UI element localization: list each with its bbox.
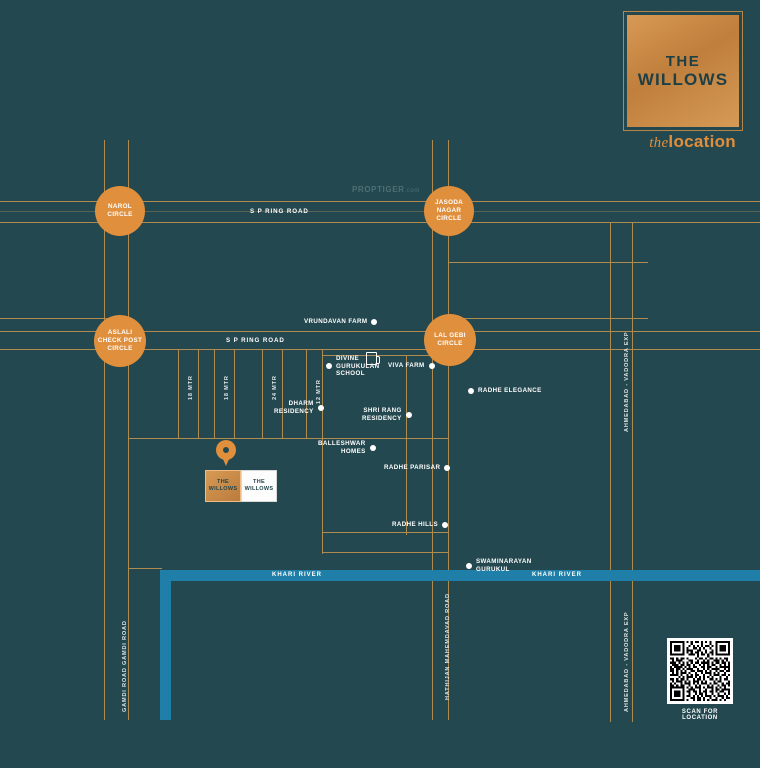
poi-dot-icon	[468, 387, 474, 394]
road-line	[322, 349, 323, 554]
road-label-sp-ring-road-top: S P RING ROAD	[250, 208, 309, 215]
road-line	[406, 355, 407, 535]
road-line	[322, 552, 448, 553]
road-line	[0, 222, 760, 224]
poi-dot-icon	[369, 444, 376, 451]
road-line	[432, 140, 434, 720]
project-box-the-willows-tan[interactable]: THE WILLOWS	[205, 470, 241, 502]
poi-radhe-parisar[interactable]: RADHE PARISAR	[384, 464, 451, 472]
road-label-18-mtr-a: 18 MTR	[188, 375, 194, 400]
road-line	[306, 349, 307, 439]
road-line	[632, 222, 634, 722]
poi-label: BALLESHWAR HOMES	[318, 440, 366, 455]
junction-label: NAROL CIRCLE	[107, 203, 133, 218]
road-line	[128, 438, 129, 568]
road-line	[104, 140, 106, 720]
road-line	[610, 222, 612, 722]
khari-river-branch	[160, 570, 171, 720]
road-label-18-mtr-b: 18 MTR	[224, 375, 230, 400]
road-center-line	[0, 211, 760, 212]
poi-label: RADHE ELEGANCE	[478, 387, 542, 394]
brand-subtitle-italic: the	[649, 135, 669, 151]
road-line	[0, 201, 760, 203]
qr-section: SCAN FOR LOCATION	[664, 638, 736, 721]
road-line	[198, 349, 199, 439]
poi-label: RADHE PARISAR	[384, 464, 441, 471]
poi-label: SWAMINARAYAN GURUKUL	[476, 558, 532, 573]
road-line	[322, 355, 452, 356]
road-line	[234, 349, 235, 439]
fuel-station-icon	[366, 352, 380, 365]
project-box-label: THE WILLOWS	[244, 479, 274, 492]
poi-radhe-hills[interactable]: RADHE HILLS	[392, 521, 448, 529]
road-label-ahmedabad-vadodra-exp-bottom: AHMEDABAD - VADODRA EXP	[624, 611, 630, 712]
project-box-the-willows-white[interactable]: THE WILLOWS	[241, 470, 277, 502]
poi-vrundavan-farm[interactable]: VRUNDAVAN FARM	[304, 318, 378, 326]
road-line	[322, 532, 448, 533]
poi-dot-icon	[444, 464, 451, 471]
brand-logo: THE WILLOWS	[624, 12, 742, 130]
qr-code-icon[interactable]	[667, 638, 733, 704]
poi-dot-icon	[428, 362, 435, 369]
road-line	[214, 349, 215, 439]
junction-narol-circle[interactable]: NAROL CIRCLE	[95, 186, 145, 236]
poi-swaminarayan-gurukul[interactable]: SWAMINARAYAN GURUKUL	[466, 558, 532, 573]
road-label-24-mtr: 24 MTR	[272, 375, 278, 400]
watermark-suffix: .com	[404, 188, 420, 194]
river-label-right: KHARI RIVER	[532, 572, 583, 578]
poi-dot-icon	[326, 363, 332, 370]
road-label-ahmedabad-vadodra-exp-top: AHMEDABAD - VADODRA EXP	[624, 331, 630, 432]
project-box-label: THE WILLOWS	[208, 479, 238, 492]
road-label-gamdi-road: GAMDI ROAD GAMDI ROAD	[122, 620, 128, 712]
poi-dot-icon	[466, 562, 472, 569]
road-line	[0, 331, 760, 333]
road-line	[128, 438, 448, 439]
junction-label: LAL GEBI CIRCLE	[434, 332, 466, 347]
poi-label: DIVINE GURUKULAN SCHOOL	[336, 355, 380, 378]
poi-label: RADHE HILLS	[392, 521, 438, 528]
poi-dot-icon	[442, 521, 448, 528]
road-line	[128, 568, 162, 569]
poi-label: VRUNDAVAN FARM	[304, 318, 368, 325]
road-label-sp-ring-road-mid: S P RING ROAD	[226, 337, 285, 344]
brand-logo-line2: WILLOWS	[637, 70, 729, 89]
pin-hole	[223, 447, 229, 453]
road-line	[448, 318, 648, 319]
poi-label: DHARM RESIDENCY	[274, 400, 314, 415]
poi-dharm-residency[interactable]: DHARM RESIDENCY	[274, 400, 324, 415]
junction-label: JASODA NAGAR CIRCLE	[434, 199, 464, 222]
road-line	[128, 140, 130, 720]
road-line	[448, 262, 648, 263]
poi-dot-icon	[371, 318, 378, 325]
poi-dot-icon	[317, 404, 324, 411]
poi-divine-gurukulan-school[interactable]: DIVINE GURUKULAN SCHOOL	[326, 355, 379, 378]
road-line	[282, 349, 283, 439]
watermark-name: PROPTIGER	[352, 185, 405, 194]
brand-subtitle-bold: location	[668, 132, 736, 151]
poi-label: VIVA FARM	[388, 362, 425, 369]
junction-label: ASLALI CHECK POST CIRCLE	[97, 329, 143, 352]
poi-balleshwar-homes[interactable]: BALLESHWAR HOMES	[318, 440, 376, 455]
road-line	[448, 355, 449, 555]
river-label-left: KHARI RIVER	[272, 572, 323, 578]
road-line	[0, 349, 760, 351]
qr-caption: SCAN FOR LOCATION	[681, 709, 719, 721]
junction-aslali-check-post-circle[interactable]: ASLALI CHECK POST CIRCLE	[94, 315, 146, 367]
khari-river	[160, 570, 760, 581]
watermark: PROPTIGER.com	[352, 185, 420, 194]
brand-logo-line1: THE	[665, 53, 701, 70]
project-location-pin-icon[interactable]	[216, 440, 236, 466]
road-line	[262, 349, 263, 439]
poi-viva-farm[interactable]: VIVA FARM	[388, 362, 435, 370]
road-line	[0, 318, 120, 319]
poi-shri-rang-residency[interactable]: SHRI RANG RESIDENCY	[362, 407, 412, 422]
junction-jasoda-nagar-circle[interactable]: JASODA NAGAR CIRCLE	[424, 186, 474, 236]
brand-subtitle: thelocation	[624, 132, 736, 152]
junction-lal-gebi-circle[interactable]: LAL GEBI CIRCLE	[424, 314, 476, 366]
road-line	[178, 349, 179, 439]
poi-radhe-elegance[interactable]: RADHE ELEGANCE	[468, 387, 542, 395]
poi-dot-icon	[405, 411, 412, 418]
road-label-hathijan-mahemdavad-road: HATHIJAN MAHEMDAVAD ROAD	[445, 593, 451, 700]
poi-label: SHRI RANG RESIDENCY	[362, 407, 402, 422]
